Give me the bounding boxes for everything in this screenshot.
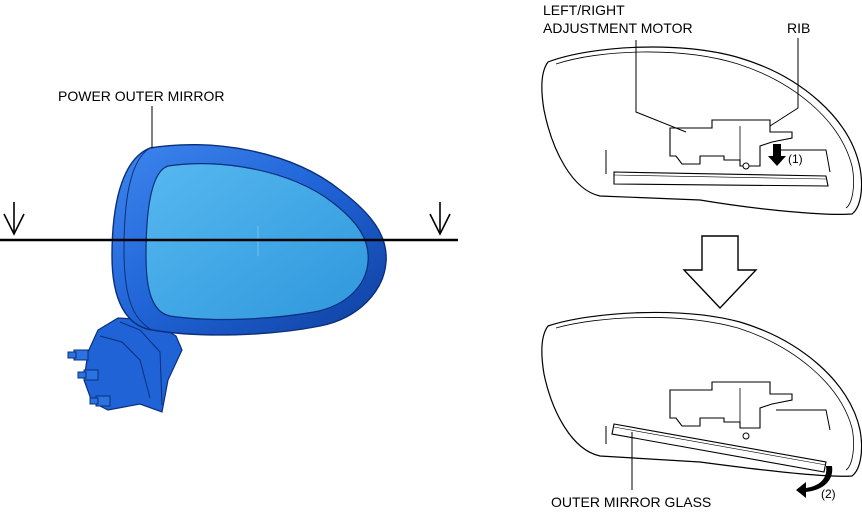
step-1-label: (1) <box>788 152 803 166</box>
step-2-label: (2) <box>821 487 836 501</box>
push-arrow-1 <box>768 144 786 166</box>
section-arrow-right <box>429 202 451 236</box>
section-arrow-left <box>3 202 25 236</box>
leader-motor <box>635 40 687 133</box>
section-view-top: (1) <box>541 38 862 215</box>
housing-shell-outline <box>541 311 862 477</box>
power-outer-mirror-illustration <box>67 143 387 413</box>
mount-bolt <box>67 349 89 361</box>
label-power-outer-mirror: POWER OUTER MIRROR <box>58 88 224 104</box>
mirror-glass-plate <box>613 171 829 187</box>
pull-arrow-2 <box>796 466 833 498</box>
mirror-glass <box>145 163 369 321</box>
transition-arrow-down <box>682 235 758 310</box>
mirror-mount <box>67 317 183 413</box>
mount-bolt <box>77 369 99 381</box>
adjustment-motor <box>669 119 793 167</box>
label-outer-mirror-glass: OUTER MIRROR GLASS <box>551 494 711 510</box>
label-motor-line1: LEFT/RIGHT <box>543 2 625 18</box>
adjustment-motor <box>669 381 793 429</box>
housing-shell-outline <box>541 46 862 215</box>
label-motor-line2: ADJUSTMENT MOTOR <box>543 20 693 36</box>
section-line <box>0 202 458 242</box>
section-view-bottom: (2) <box>541 311 862 501</box>
mount-bolt <box>89 395 111 407</box>
label-rib: RIB <box>787 20 810 36</box>
leader-rib <box>769 38 799 127</box>
